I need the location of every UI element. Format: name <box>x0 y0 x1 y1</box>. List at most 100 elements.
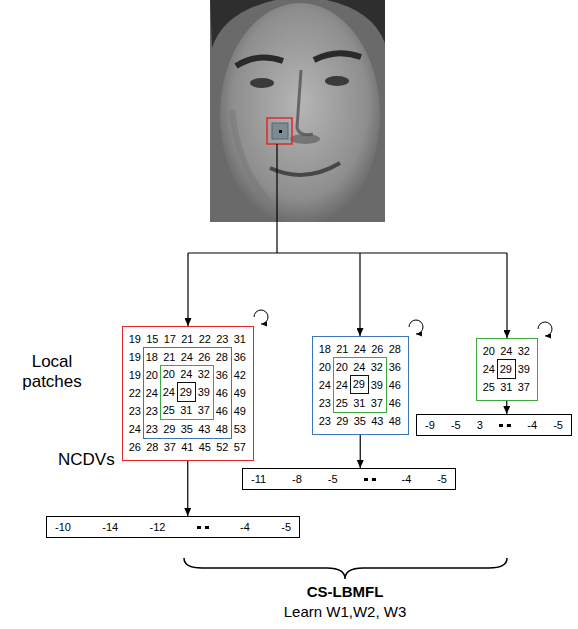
pixel-value: 18 <box>319 343 331 355</box>
face-photo <box>210 0 385 222</box>
pixel-value: 24 <box>354 343 366 355</box>
rotation-arrow <box>409 320 423 334</box>
pixel-value: 29 <box>163 423 175 435</box>
ncdv-vector-box: -9-53-4-5 <box>416 414 572 436</box>
ncdv-vector-box: -10-14-12-4-5 <box>46 516 300 538</box>
pixel-value: 20 <box>146 369 158 381</box>
pixel-value: 24 <box>353 361 365 373</box>
pixel-value: 49 <box>234 387 246 399</box>
pixel-value: 36 <box>234 351 246 363</box>
pixel-value: 23 <box>146 423 158 435</box>
vector-value: -5 <box>328 472 338 486</box>
pixel-value: 48 <box>216 423 228 435</box>
leader-line <box>188 252 507 253</box>
vector-value: 3 <box>477 418 483 432</box>
center-pixel-box: 29 <box>177 382 196 402</box>
vector-value: -9 <box>425 418 435 432</box>
pixel-value: 37 <box>198 404 210 416</box>
leader-line <box>276 144 277 253</box>
pixel-value: 24 <box>163 386 175 398</box>
nose-shadow <box>290 134 320 144</box>
patch-marker <box>267 118 292 144</box>
rotation-arrow <box>538 322 552 336</box>
pixel-value: 43 <box>198 423 210 435</box>
brace <box>184 558 507 579</box>
pixel-value: 31 <box>353 397 365 409</box>
pixel-value: 52 <box>216 441 228 453</box>
row-label: Local patches <box>2 352 102 391</box>
method-label: CS-LBMFL <box>307 583 384 600</box>
pixel-value: 21 <box>181 333 193 345</box>
pixel-value: 46 <box>216 405 228 417</box>
pixel-value: 31 <box>500 381 512 393</box>
eye <box>250 78 274 88</box>
pixel-value: 39 <box>518 363 530 375</box>
vector-value: -5 <box>281 520 291 534</box>
pixel-value: 41 <box>181 441 193 453</box>
pixel-value: 53 <box>234 423 246 435</box>
pixel-value: 57 <box>234 441 246 453</box>
pixel-value: 20 <box>163 368 175 380</box>
vector-value: -4 <box>401 472 411 486</box>
pixel-value: 17 <box>164 333 176 345</box>
pixel-value: 29 <box>500 363 512 375</box>
pixel-value: 35 <box>354 415 366 427</box>
pixel-value: 24 <box>483 363 495 375</box>
pixel-value: 23 <box>319 397 331 409</box>
pixel-value: 49 <box>234 405 246 417</box>
pixel-value: 29 <box>180 386 192 398</box>
pixel-value: 15 <box>146 333 158 345</box>
pixel-value: 28 <box>146 441 158 453</box>
patch-box: 1821242628203624462346232935434820243224… <box>312 336 409 435</box>
pixel-value: 31 <box>180 404 192 416</box>
pixel-value: 20 <box>336 361 348 373</box>
pixel-value: 20 <box>319 361 331 373</box>
method-label: Learn W1,W2, W3 <box>284 603 407 620</box>
eyebrow <box>236 57 283 66</box>
pixel-value: 42 <box>234 369 246 381</box>
vector-value: -11 <box>251 472 266 486</box>
pixel-value: 32 <box>371 361 383 373</box>
pixel-value: 24 <box>146 387 158 399</box>
pixel-value: 39 <box>198 386 210 398</box>
pixel-value: 24 <box>500 345 512 357</box>
pixel-value: 22 <box>199 333 211 345</box>
vector-value: -5 <box>437 472 447 486</box>
mouth <box>270 163 340 175</box>
pixel-value: 23 <box>216 333 228 345</box>
pixel-value: 46 <box>389 379 401 391</box>
pixel-value: 24 <box>181 351 193 363</box>
pixel-value: 19 <box>129 351 141 363</box>
pixel-value: 36 <box>216 369 228 381</box>
pixel-value: 21 <box>163 351 175 363</box>
vector-value: -10 <box>55 520 71 534</box>
leader-arrow <box>359 253 360 336</box>
pixel-value: 23 <box>319 415 331 427</box>
cheek-shade <box>232 110 272 205</box>
connector-arrow <box>187 461 188 516</box>
pixel-value: 19 <box>129 369 141 381</box>
pixel-value: 48 <box>389 415 401 427</box>
vector-value: -5 <box>553 418 563 432</box>
pixel-value: 29 <box>336 415 348 427</box>
pixel-value: 29 <box>353 378 365 390</box>
pixel-value: 37 <box>371 397 383 409</box>
eyebrow <box>314 53 361 60</box>
patch-box: 202432243925313729 <box>476 338 538 401</box>
ellipsis-mark <box>364 478 376 481</box>
eye <box>325 76 349 86</box>
patch-box: 202432243925313729 <box>160 365 214 421</box>
center-pixel-box: 29 <box>497 359 516 379</box>
pixel-value: 24 <box>129 423 141 435</box>
vector-value: -8 <box>292 472 302 486</box>
row-label: NCDVs <box>58 450 115 470</box>
pixel-value: 21 <box>336 343 348 355</box>
ncdv-vector-box: -11 -8 -5 -4 -5 <box>242 468 456 490</box>
pixel-value: 22 <box>129 387 141 399</box>
vector-value: -5 <box>451 418 461 432</box>
hair <box>210 0 385 48</box>
nose <box>297 70 313 135</box>
center-pixel-box: 29 <box>350 375 369 395</box>
pixel-value: 32 <box>518 345 530 357</box>
pixel-value: 39 <box>371 379 383 391</box>
